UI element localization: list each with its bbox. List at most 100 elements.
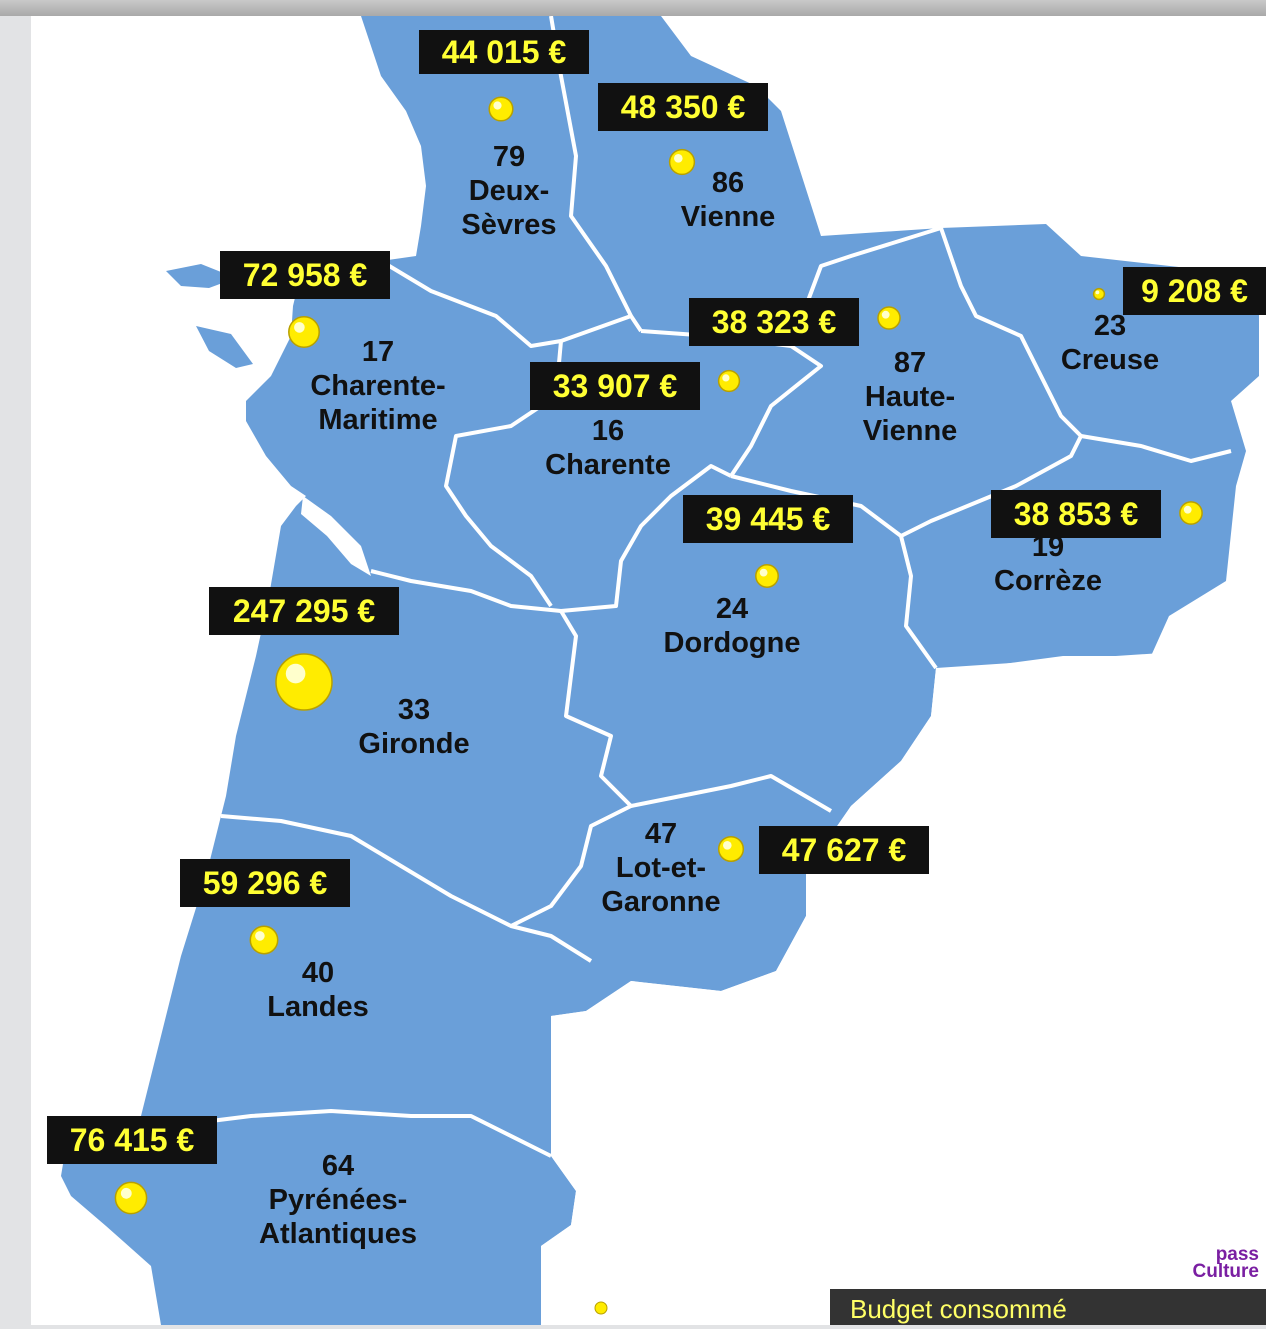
amount-label-19: 38 853 € <box>1014 496 1139 532</box>
dept-name-33: Gironde <box>358 728 469 760</box>
amount-label-17: 72 958 € <box>243 257 368 293</box>
budget-marker-19 <box>1179 501 1203 525</box>
budget-marker-extra <box>594 1301 608 1315</box>
budget-marker-24 <box>755 564 779 588</box>
dept-name-23: Creuse <box>1061 344 1159 376</box>
amount-label-40: 59 296 € <box>203 865 328 901</box>
dept-name-86: Vienne <box>681 201 776 233</box>
amount-box-17 <box>220 251 390 299</box>
region-map: 79Deux-Sèvres86Vienne17Charente-Maritime… <box>47 16 1266 1325</box>
border-16-24 <box>560 464 732 613</box>
border-87-19 <box>900 435 1083 538</box>
amount-box-16 <box>530 362 700 410</box>
border-23-19 <box>1080 434 1232 463</box>
budget-marker-87 <box>877 306 901 330</box>
amount-label-23: 9 208 € <box>1141 273 1248 309</box>
budget-marker-highlight-16 <box>722 374 730 382</box>
budget-marker-highlight-47 <box>723 841 732 850</box>
amount-label-79: 44 015 € <box>442 34 567 70</box>
border-24-19 <box>730 474 938 670</box>
dept-name-47: Lot-et- <box>616 852 706 884</box>
border-33-north <box>370 569 562 613</box>
dept-code-33: 33 <box>398 694 430 726</box>
dept-name-79: Deux- <box>469 175 550 207</box>
dept-code-47: 47 <box>645 818 677 850</box>
amount-box-86 <box>598 83 768 131</box>
dept-code-24: 24 <box>716 593 748 625</box>
dept-name-87: Vienne <box>863 415 958 447</box>
budget-marker-47 <box>717 835 745 863</box>
amount-box-19 <box>991 490 1161 538</box>
budget-marker-highlight-23 <box>1095 290 1100 295</box>
gironde-estuary <box>301 496 371 576</box>
amount-box-24 <box>683 495 853 543</box>
amount-box-79 <box>419 30 589 74</box>
budget-marker-highlight-33 <box>285 663 306 684</box>
dept-name-17: Charente- <box>310 370 445 402</box>
dept-name-87: Haute- <box>865 381 955 413</box>
land-layer <box>61 16 1266 1325</box>
amount-label-24: 39 445 € <box>706 501 831 537</box>
dept-code-86: 86 <box>712 167 744 199</box>
amount-box-23 <box>1123 267 1266 315</box>
amount-label-33: 247 295 € <box>233 593 376 629</box>
background-photo-strip <box>0 0 1266 16</box>
budget-marker-17 <box>288 316 320 348</box>
dept-name-24: Dordogne <box>664 627 801 659</box>
amount-box-64 <box>47 1116 217 1164</box>
department-borders <box>70 16 1232 1158</box>
amount-label-86: 48 350 € <box>621 89 746 125</box>
coast-islands <box>166 264 253 368</box>
amount-box-47 <box>759 826 929 874</box>
budget-marker-highlight-19 <box>1183 505 1192 514</box>
budget-marker-23 <box>1092 287 1106 301</box>
dept-code-87: 87 <box>894 347 926 379</box>
budget-marker-highlight-79 <box>493 101 502 110</box>
amount-label-16: 33 907 € <box>553 368 678 404</box>
legend-label: Budget consommé <box>850 1294 1067 1324</box>
border-24-47 <box>630 774 833 813</box>
logo-line-pass: pass <box>1215 1244 1259 1265</box>
dept-name-19: Corrèze <box>994 565 1102 597</box>
dept-code-23: 23 <box>1094 310 1126 342</box>
amount-label-64: 76 415 € <box>70 1122 195 1158</box>
amount-label-47: 47 627 € <box>782 832 907 868</box>
budget-marker-highlight-87 <box>881 310 890 319</box>
budget-markers <box>114 96 1203 1315</box>
border-33-47 <box>510 804 632 928</box>
border-87-23 <box>939 227 1083 438</box>
budget-marker-highlight-24 <box>759 568 768 577</box>
dept-name-64: Atlantiques <box>259 1218 417 1250</box>
dept-name-17: Maritime <box>318 404 437 436</box>
budget-marker-16 <box>717 369 741 393</box>
pass-culture-logo: pass Culture <box>1167 1244 1260 1282</box>
dept-name-79: Sèvres <box>461 209 556 241</box>
logo-line-culture: Culture <box>1192 1261 1260 1282</box>
amount-box-33 <box>209 587 399 635</box>
amount-labels: 44 015 € 48 350 € 72 958 € 38 323 € 9 208 € 3… <box>47 30 1266 1164</box>
border-33-24 <box>559 609 633 808</box>
dept-code-16: 16 <box>592 415 624 447</box>
dept-name-16: Charente <box>545 449 671 481</box>
region-mainland <box>61 16 1259 1325</box>
budget-marker-64 <box>114 1181 148 1215</box>
amount-box-40 <box>180 859 350 907</box>
dept-code-79: 79 <box>493 141 525 173</box>
border-33-40 <box>220 814 593 963</box>
budget-marker-highlight-40 <box>255 931 265 941</box>
budget-marker-highlight-64 <box>120 1187 132 1199</box>
dept-name-40: Landes <box>267 991 369 1023</box>
budget-marker-79 <box>488 96 514 122</box>
budget-marker-86 <box>668 148 696 176</box>
dept-code-40: 40 <box>302 957 334 989</box>
budget-marker-40 <box>249 925 279 955</box>
border-17-north <box>379 259 632 348</box>
amount-label-87: 38 323 € <box>712 304 837 340</box>
budget-marker-highlight-86 <box>674 154 683 163</box>
dept-name-64: Pyrénées- <box>269 1184 408 1216</box>
budget-marker-highlight-17 <box>294 322 305 333</box>
legend-bar: Budget consommé <box>830 1289 1266 1325</box>
cutout-south-east <box>541 646 1266 1325</box>
amount-box-87 <box>689 298 859 346</box>
